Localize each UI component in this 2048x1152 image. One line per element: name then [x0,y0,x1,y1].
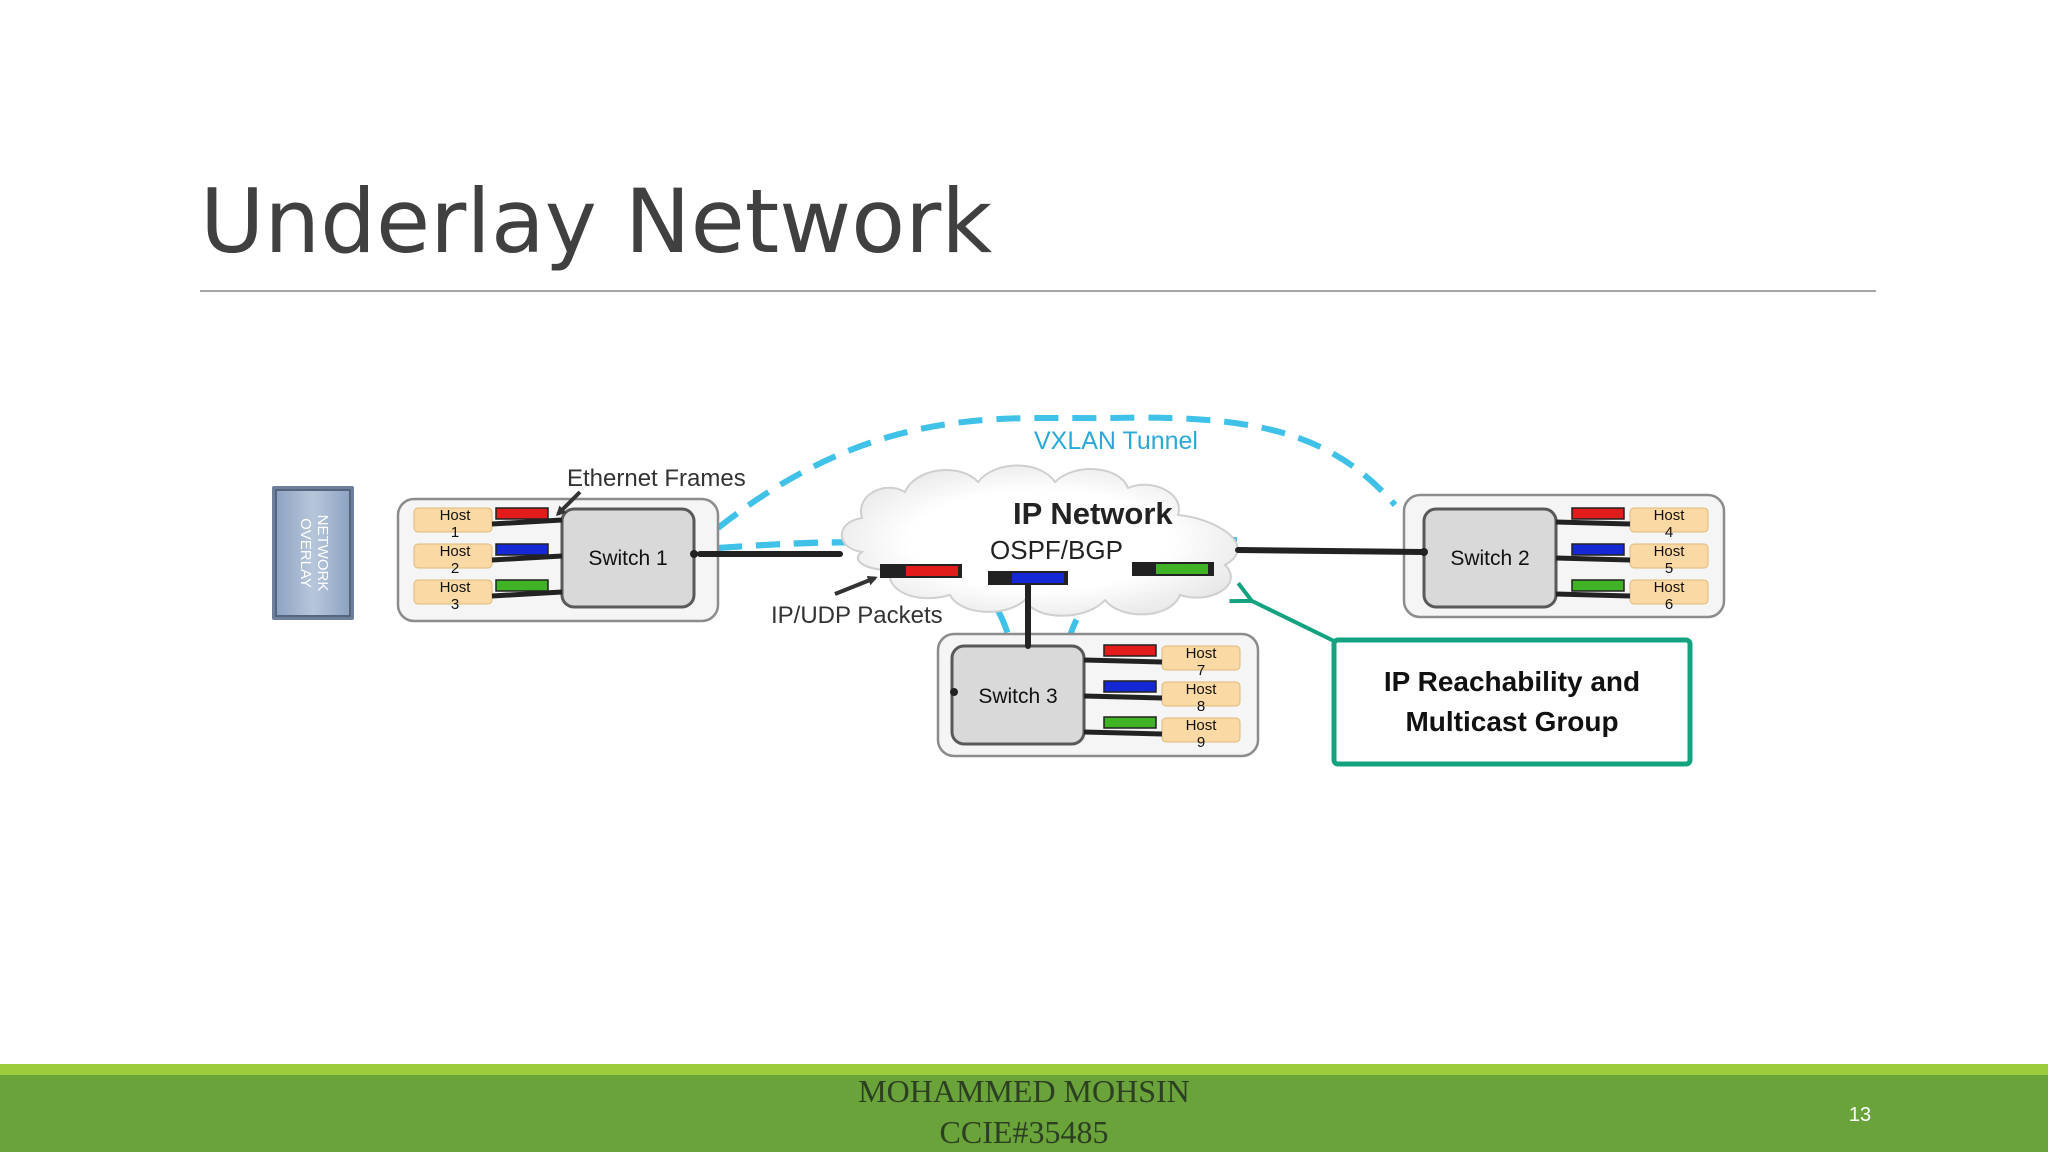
vxlan-tunnel-label: VXLAN Tunnel [1034,427,1198,455]
host-number: 7 [1197,662,1205,679]
vxlan-diagram: NETWORK OVERLAY Switch 1 Switch 2 Switch… [272,414,1726,767]
callout-arrow [1250,600,1337,644]
host-label: Host [1654,543,1686,560]
host-number: 9 [1197,734,1205,751]
host-label: Host [440,507,472,524]
host-label: Host [1654,507,1686,524]
ip-udp-packets-label: IP/UDP Packets [771,602,943,629]
switch-3-port [950,688,958,696]
host-label: Host [440,543,472,560]
ip-udp-packets-arrow [834,575,878,596]
host-number: 4 [1665,524,1673,541]
ethernet-frames-arrow [555,490,582,517]
host-number: 1 [451,524,459,541]
host-label: Host [1186,645,1218,662]
ospf-bgp-label: OSPF/BGP [990,535,1123,565]
host-label: Host [1186,717,1218,734]
switch-3-hosts: Host 7 Host 8 Host 9 [1083,644,1241,751]
callout-line-2: Multicast Group [1405,706,1618,737]
switch-2-label: Switch 2 [1450,547,1529,570]
title-divider [200,290,1876,292]
reachability-callout: IP Reachability and Multicast Group [1250,600,1693,767]
overlay-label-line2: OVERLAY [297,518,314,588]
ip-network-cloud [841,464,1239,617]
footer-accent-stripe [0,1064,2048,1075]
switch-1-label: Switch 1 [588,547,667,570]
host-number: 2 [451,560,459,577]
ip-network-label: IP Network [1013,496,1173,531]
switch-1-port [690,550,698,558]
host-label: Host [440,579,472,596]
ethernet-frames-label: Ethernet Frames [567,465,746,492]
page-number: 13 [1848,1104,1872,1126]
slide-title: Underlay Network [200,170,993,273]
footer-cert-id: CCIE#35485 [939,1114,1109,1150]
host-number: 8 [1197,698,1205,715]
ip-udp-packets [880,562,1214,585]
host-number: 6 [1665,596,1673,613]
overlay-label-line1: NETWORK [314,515,331,592]
host-number: 5 [1665,560,1673,577]
switch-2-hosts: Host 4 Host 5 Host 6 [1555,507,1709,613]
host-number: 3 [451,596,459,613]
switch-3-label: Switch 3 [978,685,1057,708]
host-label: Host [1186,681,1218,698]
callout-line-1: IP Reachability and [1384,666,1640,697]
host-label: Host [1654,579,1686,596]
footer-bar [0,1064,2048,1152]
network-overlay-box: NETWORK OVERLAY [272,486,354,620]
switch-2-port [1420,548,1428,556]
switch-1-hosts: Host 1 Host 2 Host 3 [413,507,563,613]
trunk-links [697,547,1427,649]
footer-author: MOHAMMED MOHSIN [858,1073,1190,1109]
